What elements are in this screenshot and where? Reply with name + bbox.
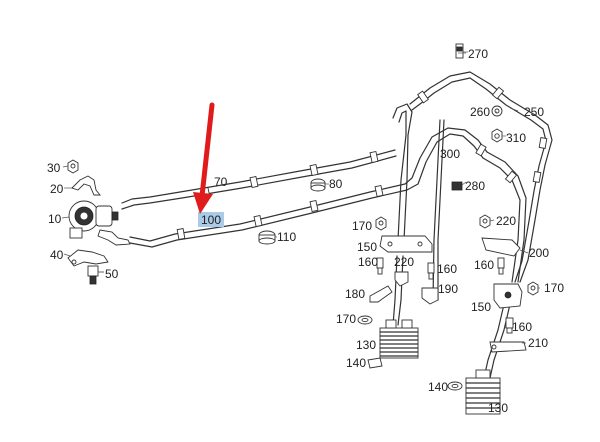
part-160-fitting-d: [505, 317, 514, 334]
label-220-a[interactable]: 220: [394, 255, 414, 269]
part-160-fitting-a: [376, 257, 384, 275]
part-150-bracket-right: [493, 283, 523, 309]
label-150-b[interactable]: 150: [471, 300, 491, 314]
part-20-bracket: [71, 175, 101, 196]
label-10[interactable]: 10: [48, 212, 62, 226]
label-160-b[interactable]: 160: [437, 262, 457, 276]
label-130-b[interactable]: 130: [488, 401, 508, 415]
part-210-bracket: [489, 341, 527, 353]
part-170-nut-c: [527, 281, 539, 296]
red-arrow-icon: [193, 102, 215, 214]
part-160-fitting-c: [497, 257, 505, 275]
label-140-a[interactable]: 140: [346, 356, 366, 370]
part-150-bracket-left: [379, 235, 433, 253]
part-140-washer-b: [447, 381, 463, 391]
part-50-sensor: [87, 265, 104, 285]
part-220-clip-a: [394, 271, 409, 287]
label-150-a[interactable]: 150: [357, 240, 377, 254]
label-270[interactable]: 270: [468, 47, 488, 61]
part-140-clip-a: [367, 357, 383, 369]
label-80[interactable]: 80: [329, 177, 343, 191]
part-40-bracket: [67, 249, 109, 267]
part-30-nut: [67, 159, 79, 174]
part-80-grommet: [310, 178, 326, 192]
label-250[interactable]: 250: [524, 105, 544, 119]
label-160-c[interactable]: 160: [474, 258, 494, 272]
label-50[interactable]: 50: [105, 267, 119, 281]
label-170-b[interactable]: 170: [336, 312, 356, 326]
label-280[interactable]: 280: [465, 179, 485, 193]
part-270-valve: [455, 43, 468, 59]
hose-70: [121, 149, 397, 210]
part-180-bracket: [369, 285, 393, 303]
part-labels[interactable]: 270 260 250 310 300 280 70 80 100 110 30…: [47, 47, 564, 415]
label-20[interactable]: 20: [50, 182, 64, 196]
part-190-bracket: [421, 287, 439, 305]
label-140-b[interactable]: 140: [428, 380, 448, 394]
label-30[interactable]: 30: [47, 161, 61, 175]
part-260-clamp: [491, 105, 503, 117]
label-220-b[interactable]: 220: [496, 214, 516, 228]
highlight-100: [198, 212, 224, 227]
part-130-cooler-left: [379, 319, 419, 359]
hose-100: [129, 127, 488, 248]
label-130-a[interactable]: 130: [356, 338, 376, 352]
part-200-bracket: [481, 237, 521, 257]
label-100[interactable]: 100: [201, 213, 221, 227]
label-170-a[interactable]: 170: [352, 219, 372, 233]
label-70[interactable]: 70: [214, 175, 228, 189]
label-190[interactable]: 190: [438, 282, 458, 296]
pipe-250: [409, 71, 553, 283]
label-40[interactable]: 40: [50, 248, 64, 262]
part-220-nut-b: [479, 214, 491, 229]
part-160-fitting-b: [427, 262, 435, 280]
label-160-a[interactable]: 160: [358, 255, 378, 269]
part-280-bracket: [451, 181, 463, 191]
part-170-nut-a: [375, 216, 387, 231]
part-130-cooler-right: [465, 369, 501, 415]
label-310[interactable]: 310: [506, 131, 526, 145]
part-170-washer-b: [357, 315, 373, 325]
leader-lines: [61, 52, 540, 344]
part-110-grommet: [258, 230, 276, 245]
label-300[interactable]: 300: [440, 147, 460, 161]
part-10-pump: [68, 200, 131, 246]
part-310-nut: [491, 128, 506, 143]
label-210[interactable]: 210: [528, 336, 548, 350]
label-110[interactable]: 110: [277, 230, 296, 244]
label-200[interactable]: 200: [529, 246, 549, 260]
label-160-d[interactable]: 160: [512, 320, 532, 334]
label-260[interactable]: 260: [470, 105, 490, 119]
label-180[interactable]: 180: [345, 287, 365, 301]
label-170-c[interactable]: 170: [544, 281, 564, 295]
